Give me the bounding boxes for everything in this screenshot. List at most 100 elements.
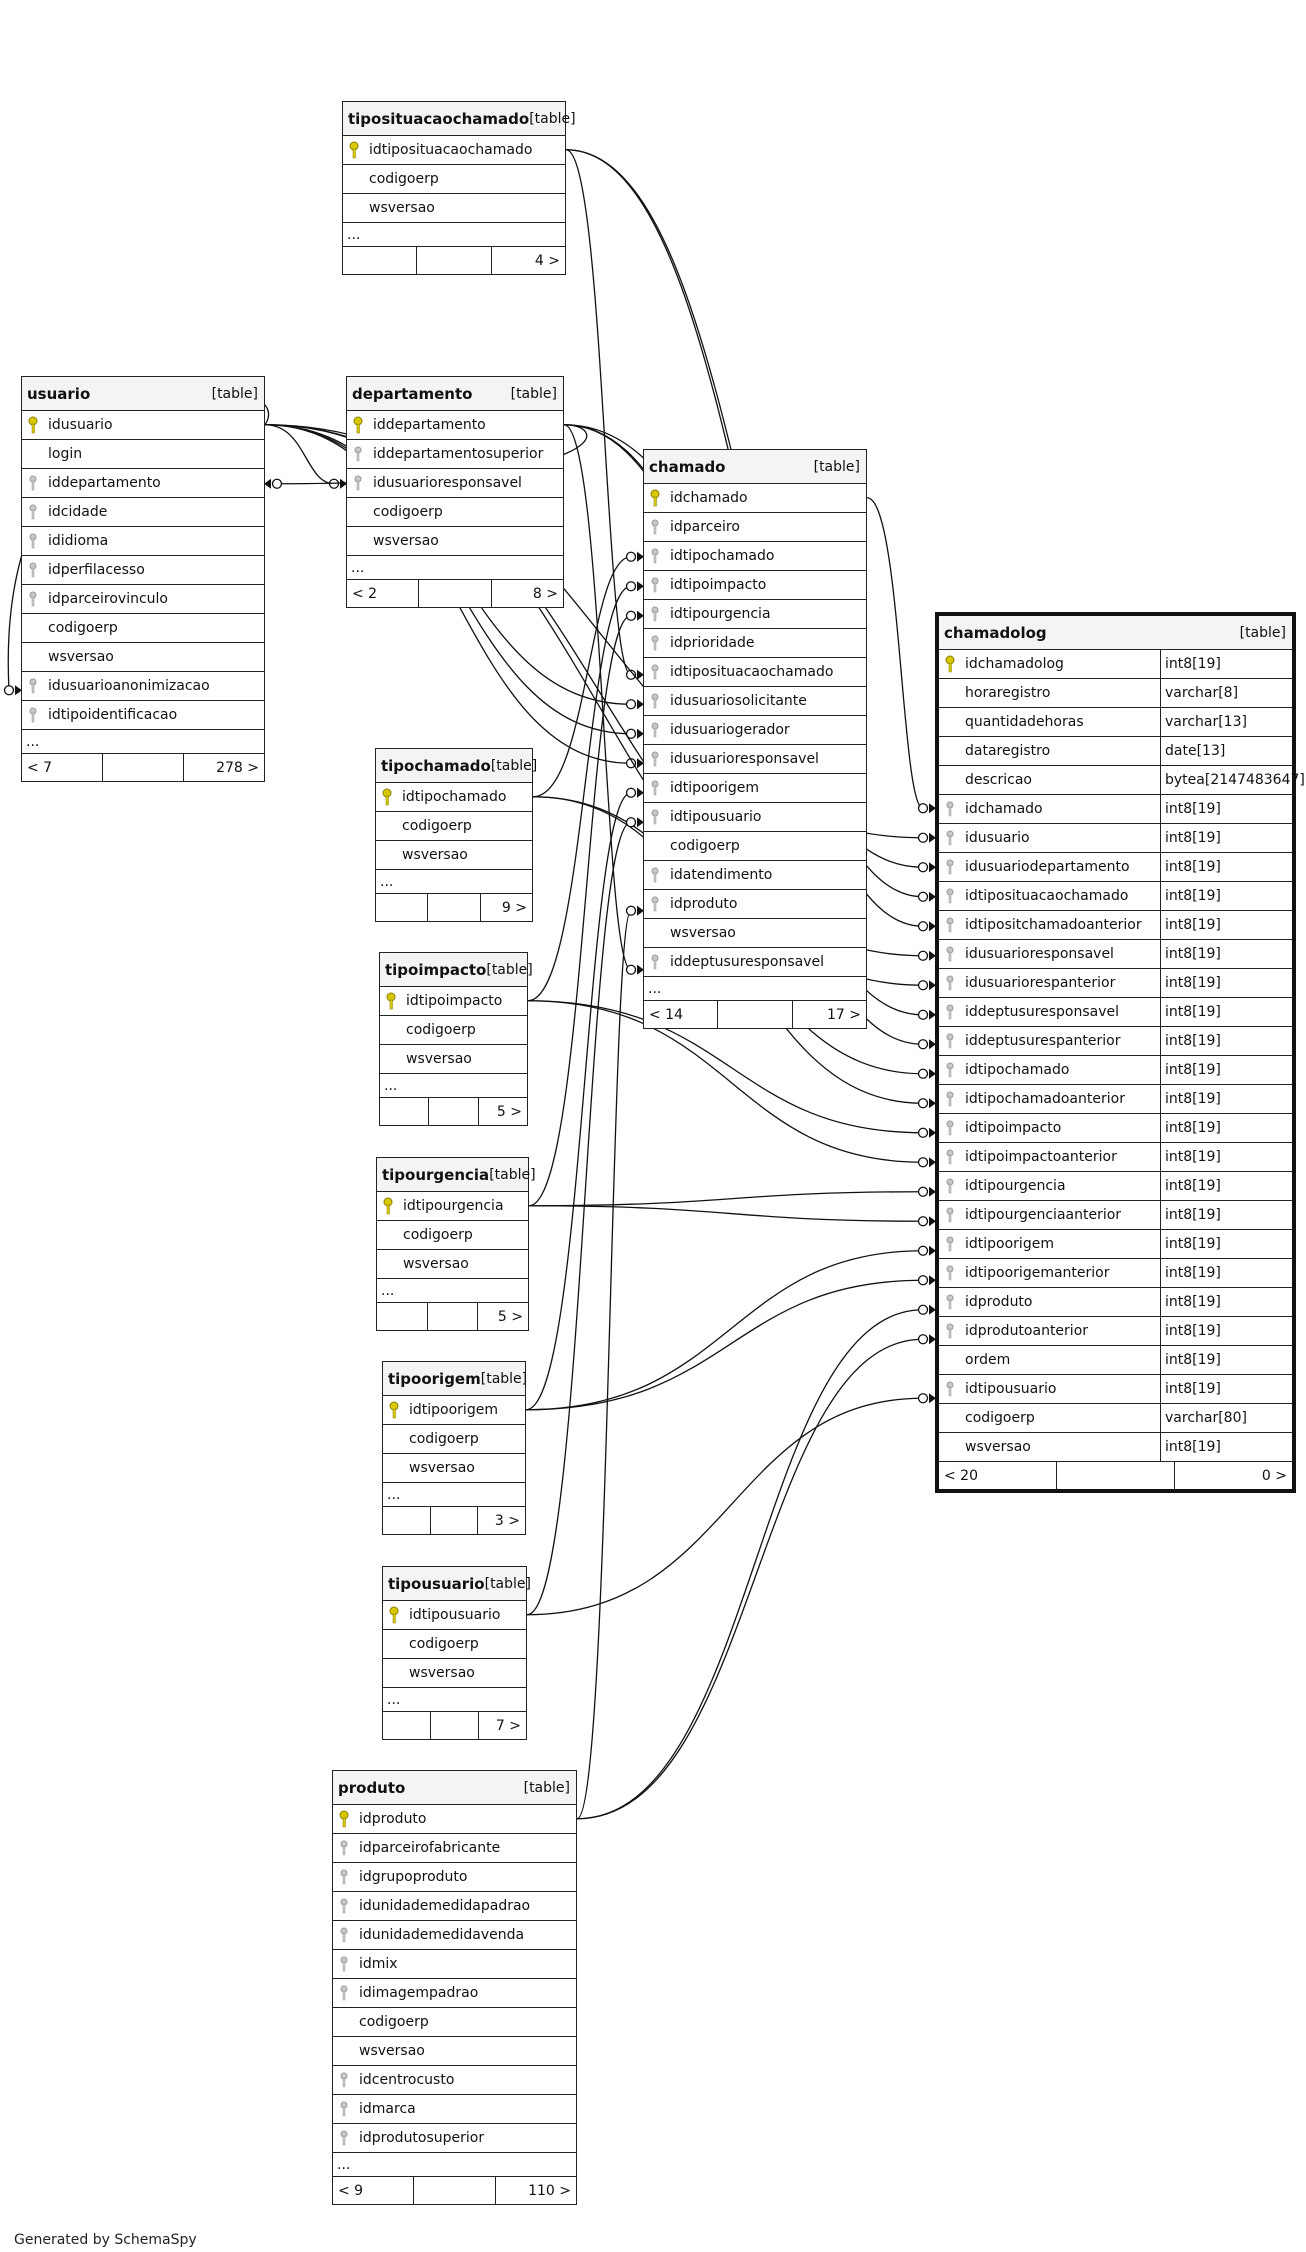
table-header[interactable]: tipourgencia[table] [377,1158,536,1192]
parent-count[interactable]: < 14 [649,1006,683,1023]
column-row[interactable]: idunidademedidavenda [333,1921,576,1950]
table-header[interactable]: tipoorigem[table] [383,1362,527,1396]
child-count[interactable]: 17 > [791,1001,866,1028]
column-row[interactable]: codigoerp [347,498,563,527]
column-row[interactable]: codigoerp [333,2008,576,2037]
more-columns-indicator[interactable]: ... [376,870,532,894]
more-columns-indicator[interactable]: ... [383,1688,526,1712]
column-row[interactable]: wsversao [347,527,563,556]
child-count[interactable]: 5 > [477,1303,528,1330]
column-row[interactable]: wsversao [377,1250,528,1279]
parent-count[interactable]: < 9 [338,2182,364,2199]
table-tiposituacaochamado[interactable]: tiposituacaochamado[table]idtiposituacao… [342,101,576,275]
parent-count[interactable] [383,1507,430,1534]
column-row[interactable]: wsversao [380,1045,527,1074]
column-row[interactable]: idtiposituacaochamado [644,658,866,687]
table-header[interactable]: tipochamado[table] [376,749,537,783]
table-header[interactable]: tipoimpacto[table] [380,953,533,987]
more-columns-indicator[interactable]: ... [383,1483,525,1507]
table-name[interactable]: usuario [27,384,91,403]
table-name[interactable]: tipoorigem [388,1369,481,1388]
column-row[interactable]: iddeptusuresponsavel [644,948,866,977]
column-row[interactable]: idperfilacesso [22,556,264,585]
column-row[interactable]: idparceirovinculo [22,585,264,614]
table-name[interactable]: chamado [649,457,726,476]
column-row[interactable]: login [22,440,264,469]
column-row[interactable]: idtipoimpacto [380,987,527,1016]
child-count[interactable]: 8 > [490,580,563,607]
column-row[interactable]: codigoerp [377,1221,528,1250]
child-count[interactable]: 7 > [478,1712,526,1739]
table-name[interactable]: tipochamado [381,756,491,775]
column-row[interactable]: codigoerp [383,1630,526,1659]
column-row[interactable]: idtipousuario [383,1601,526,1630]
column-row[interactable]: wsversao [333,2037,576,2066]
column-row[interactable]: idtipochamado [376,783,532,812]
column-row[interactable]: idtipoorigem [383,1396,525,1425]
column-row[interactable]: idusuarioresponsavel [644,745,866,774]
child-count[interactable]: 3 > [477,1507,525,1534]
parent-count[interactable]: < 7 [27,759,53,776]
table-name[interactable]: tiposituacaochamado [348,109,530,128]
parent-count[interactable] [376,894,427,921]
table-name[interactable]: produto [338,1778,406,1797]
column-row[interactable]: idatendimento [644,861,866,890]
child-count[interactable]: 278 > [183,754,264,781]
more-columns-indicator[interactable]: ... [343,223,565,247]
table-name[interactable]: tipoimpacto [385,960,487,979]
more-columns-indicator[interactable]: ... [347,556,563,580]
column-row[interactable]: idusuario [22,411,264,440]
table-header[interactable]: tipousuario[table] [383,1567,531,1601]
column-row[interactable]: idparceirofabricante [333,1834,576,1863]
column-row[interactable]: idcidade [22,498,264,527]
column-row[interactable]: idproduto [333,1805,576,1834]
more-columns-indicator[interactable]: ... [333,2153,576,2177]
table-header[interactable]: chamado[table] [644,450,866,484]
column-row[interactable]: iddepartamento [347,411,563,440]
column-row[interactable]: idmix [333,1950,576,1979]
table-header[interactable]: tiposituacaochamado[table] [343,102,576,136]
table-header[interactable]: departamento[table] [347,377,563,411]
more-columns-indicator[interactable]: ... [380,1074,527,1098]
child-count[interactable]: 110 > [494,2177,576,2204]
column-row[interactable]: iddepartamentosuperior [347,440,563,469]
column-row[interactable]: codigoerp [383,1425,525,1454]
table-header[interactable]: chamadolog[table] [939,616,1292,650]
column-row[interactable]: idimagempadrao [333,1979,576,2008]
column-row[interactable]: idtipourgencia [377,1192,528,1221]
table-name[interactable]: departamento [352,384,473,403]
column-row[interactable]: codigoerp [343,165,565,194]
column-row[interactable]: idcentrocusto [333,2066,576,2095]
column-row[interactable]: codigoerp [380,1016,527,1045]
column-row[interactable]: wsversao [383,1454,525,1483]
parent-count[interactable]: < 2 [352,585,378,602]
column-row[interactable]: wsversao [383,1659,526,1688]
child-count[interactable]: 5 > [477,1098,527,1125]
